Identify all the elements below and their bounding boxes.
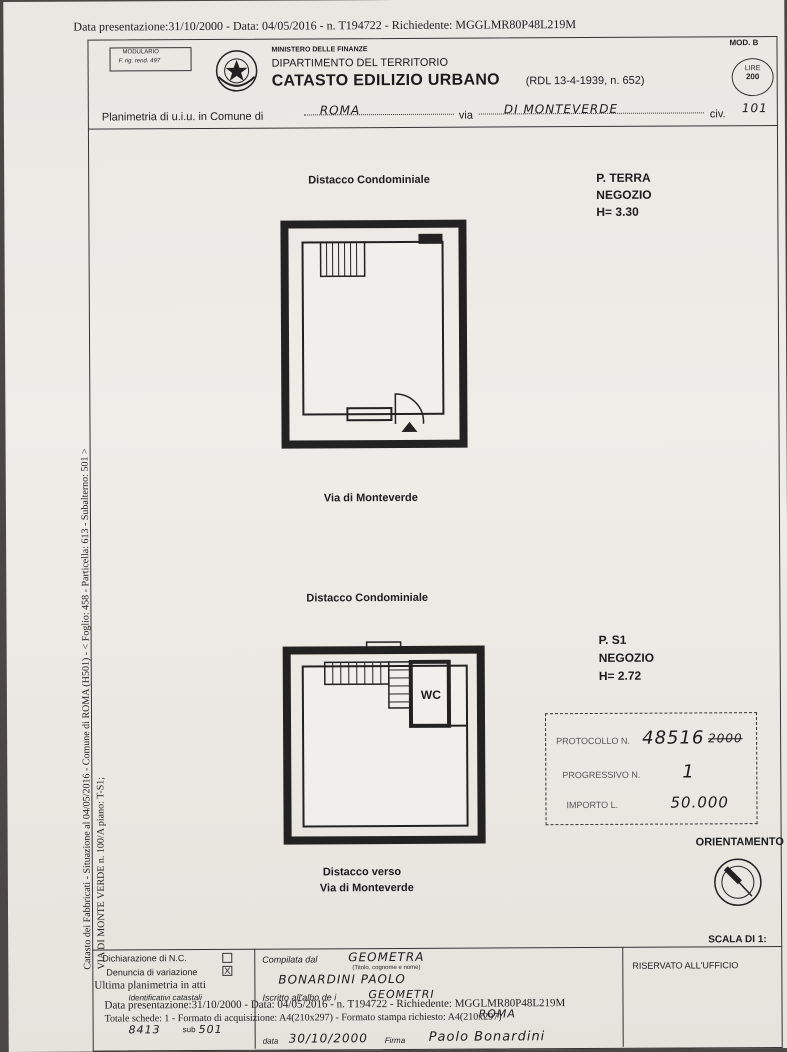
ministry: MINISTERO DELLE FINANZE (271, 46, 367, 54)
protocol-year: 2000 (708, 731, 743, 745)
civ-value: 101 (742, 101, 768, 115)
wc-label: WC (421, 688, 441, 702)
comune-value: ROMA (320, 103, 360, 117)
dichiarazione-checkbox (222, 953, 232, 963)
terra-title: P. TERRA (596, 171, 651, 185)
via-value: DI MONTEVERDE (504, 102, 618, 117)
sub-value: 501 (199, 1023, 223, 1036)
header-stamp: Data presentazione:31/10/2000 - Data: 04… (73, 17, 576, 35)
via-label: via (459, 110, 473, 122)
modulario-box: MODULARIO F. rig. rend. 497 (109, 47, 191, 71)
terra-use: NEGOZIO (596, 188, 651, 202)
footer-overlay-line2: Totale schede: 1 - Formato di acquisizio… (105, 1011, 502, 1024)
terra-height: H= 3.30 (596, 205, 638, 219)
dichiarazione-label: Dichiarazione di N.C. (102, 953, 187, 963)
orientamento-label: ORIENTAMENTO (696, 836, 784, 848)
mod-label: MOD. B (729, 38, 758, 47)
denuncia-checkbox: X (222, 966, 232, 976)
compilata-label: Compilata dal (262, 954, 317, 964)
s1-bottom-label-2: Via di Monteverde (320, 882, 414, 894)
compiler-name: BONARDINI PAOLO (278, 972, 405, 987)
protocol-label: PROTOCOLLO N. (556, 736, 630, 746)
importo-label: IMPORTO L. (566, 800, 618, 810)
lire-stamp: LIRE 200 (732, 58, 774, 96)
importo-value: 50.000 (670, 793, 729, 811)
lire-value: 200 (733, 72, 773, 81)
civ-label: civ. (710, 108, 726, 120)
cadastral-sheet: Data presentazione:31/10/2000 - Data: 04… (3, 0, 787, 1052)
state-emblem-icon (211, 47, 261, 95)
terra-top-label: Distacco Condominiale (308, 174, 430, 187)
s1-use: NEGOZIO (599, 651, 654, 665)
s1-top-label: Distacco Condominiale (306, 592, 428, 605)
modulario-line2: F. rig. rend. 497 (119, 58, 161, 64)
data-value: 30/10/2000 (289, 1031, 368, 1045)
catasto-title: CATASTO EDILIZIO URBANO (272, 71, 500, 90)
ultima-planimetria: Ultima planimetria in atti (94, 979, 206, 992)
protocol-value: 48516 (642, 727, 704, 748)
document-frame (87, 36, 782, 1052)
riservato-label: RISERVATO ALL'UFFICIO (632, 960, 738, 971)
rdl-reference: (RDL 13-4-1939, n. 652) (526, 75, 645, 88)
foglio-value: 8413 (129, 1023, 161, 1036)
firma-label: Firma (385, 1036, 405, 1045)
terra-floor-plan (276, 218, 477, 451)
north-arrow-icon (712, 856, 764, 908)
terra-street: Via di Monteverde (324, 492, 418, 504)
side-text-address: VIA DI MONTE VERDE n. 100/A piano: T-S1; (95, 777, 107, 970)
department: DIPARTIMENTO DEL TERRITORIO (272, 57, 448, 70)
s1-floor-plan (281, 636, 492, 851)
protocol-stamp-box: PROTOCOLLO N. 48516 2000 PROGRESSIVO N. … (545, 712, 758, 825)
titolo-note: (Titolo, cognome e nome) (352, 965, 420, 971)
address-prefix: Planimetria di u.i.u. in Comune di (102, 111, 263, 124)
progressivo-value: 1 (682, 761, 695, 782)
denuncia-label: Denuncia di variazione (106, 967, 197, 977)
s1-bottom-label-1: Distacco verso (323, 866, 401, 878)
s1-title: P. S1 (599, 633, 627, 647)
data-label: data (263, 1037, 279, 1046)
footer-overlay-line1: Data presentazione:31/10/2000 - Data: 04… (104, 997, 565, 1011)
sub-label: sub (183, 1025, 196, 1034)
firma-value: Paolo Bonardini (429, 1029, 546, 1045)
compilata-value: GEOMETRA (348, 950, 424, 964)
modulario-line1: MODULARIO (123, 49, 159, 55)
s1-height: H= 2.72 (599, 669, 641, 683)
scala-label: SCALA DI 1: (708, 934, 767, 945)
progressivo-label: PROGRESSIVO N. (562, 770, 640, 780)
